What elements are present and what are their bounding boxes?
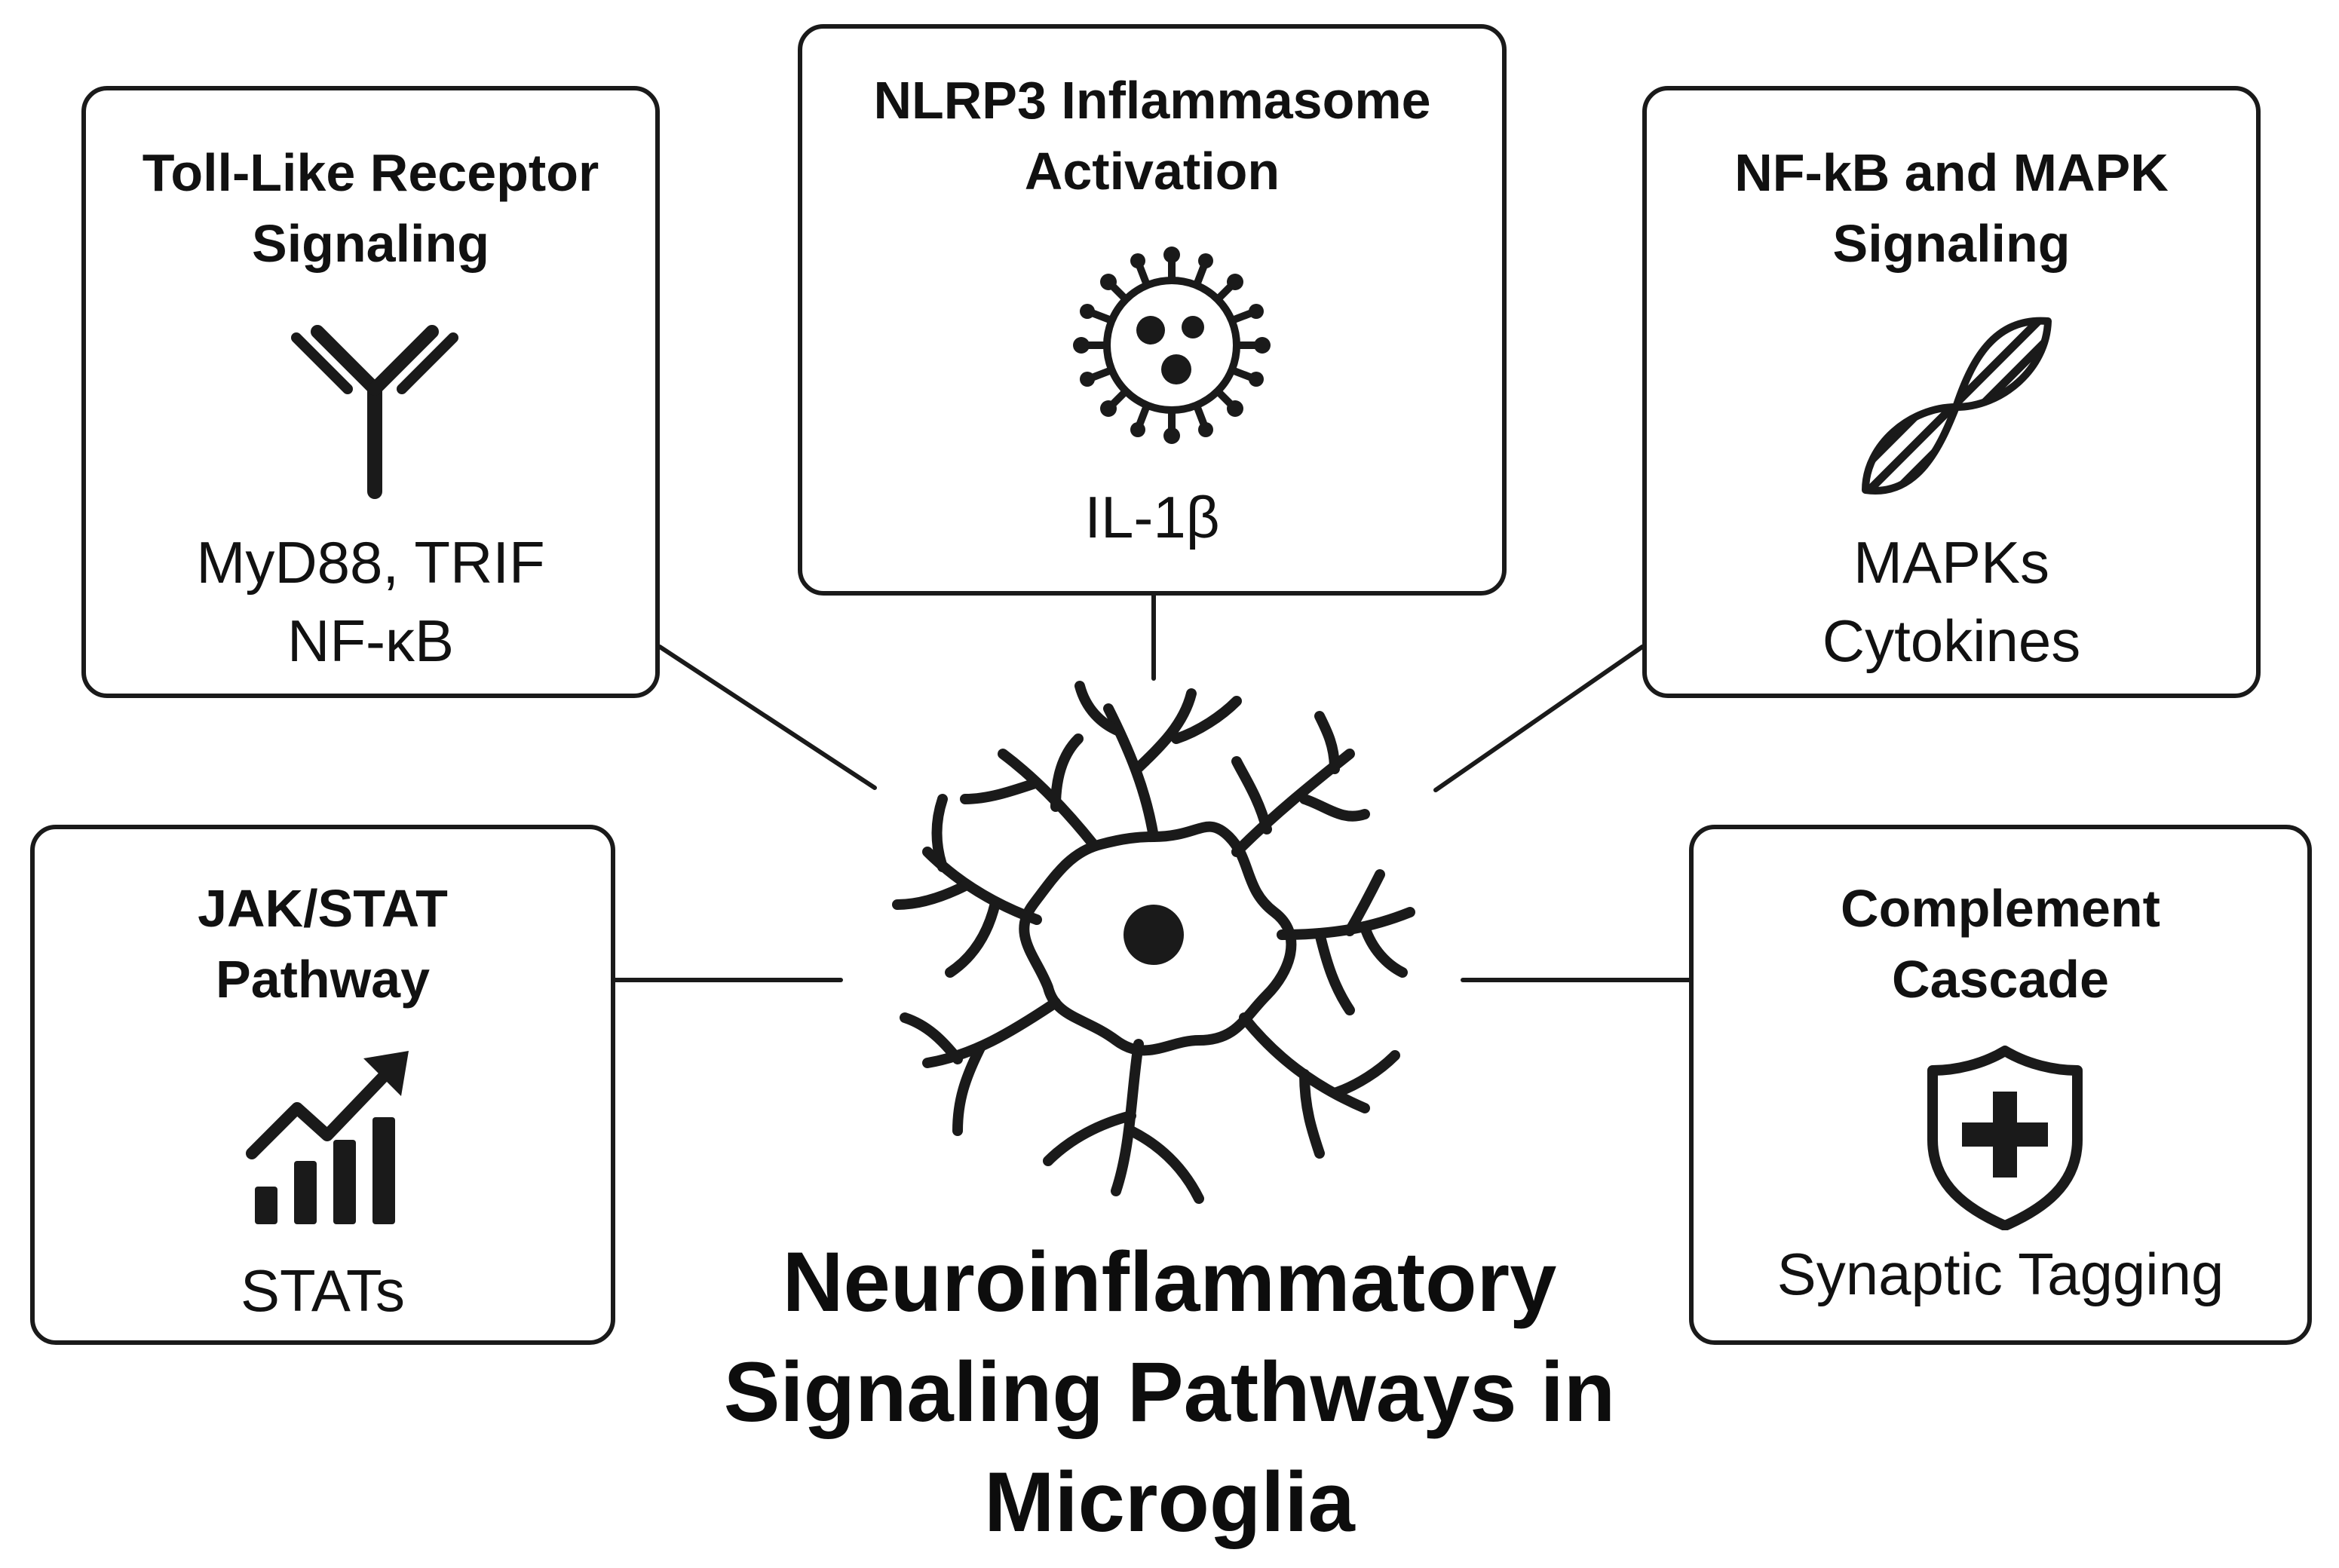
virus-particle-icon: [1073, 247, 1271, 444]
pathway-body-line: MAPKs: [1853, 529, 2050, 596]
shield-plus-icon: [1927, 1046, 2083, 1230]
dna-helix-icon: [1862, 317, 2052, 495]
pathway-title-line: NF-kB and MAPK: [1734, 143, 2169, 202]
microglia-cell-icon: [892, 681, 1415, 1204]
diagram-title-line: Microglia: [984, 1455, 1355, 1549]
pathway-title: NLRP3 Inflammasome Activation: [802, 65, 1502, 207]
pathway-title-line: NLRP3 Inflammasome: [873, 71, 1431, 130]
diagram-title-line: Signaling Pathways in: [723, 1345, 1616, 1439]
pathway-title: Complement Cascade: [1694, 873, 2307, 1015]
pathway-body-line: NF-κB: [287, 608, 454, 674]
connector-nfkb-mapk: [1433, 645, 1645, 792]
pathway-body-line: Synaptic Tagging: [1776, 1241, 2224, 1307]
pathway-title-line: Signaling: [1832, 214, 2071, 273]
pathway-title-line: Pathway: [216, 950, 430, 1009]
pathway-card-tlr: Toll-Like Receptor Signaling MyD88, TRIF…: [81, 86, 660, 698]
pathway-title-line: Cascade: [1892, 950, 2109, 1009]
pathway-title: Toll-Like Receptor Signaling: [86, 137, 655, 279]
pathway-title: NF-kB and MAPK Signaling: [1647, 137, 2256, 279]
diagram-title-line: Neuroinflammatory: [782, 1235, 1557, 1329]
pathway-body-line: MyD88, TRIF: [196, 529, 545, 596]
connector-tlr: [658, 645, 877, 790]
pathway-card-jak-stat: JAK/STAT Pathway STATs: [30, 825, 615, 1345]
pathway-title-line: Toll-Like Receptor: [142, 143, 599, 202]
pathway-body: IL-1β: [802, 478, 1502, 556]
pathway-body: Synaptic Tagging: [1694, 1235, 2307, 1313]
pathway-title-line: Activation: [1024, 142, 1280, 201]
pathway-title-line: Signaling: [252, 214, 489, 273]
pathway-body: STATs: [35, 1251, 611, 1330]
antibody-receptor-icon: [291, 325, 458, 499]
pathway-body-line: IL-1β: [1084, 484, 1220, 550]
pathway-body: MAPKs Cytokines: [1647, 523, 2256, 680]
trending-bar-chart-icon: [246, 1051, 409, 1224]
pathway-body-line: STATs: [240, 1257, 406, 1324]
pathway-title: JAK/STAT Pathway: [35, 873, 611, 1015]
pathway-title-line: JAK/STAT: [198, 879, 448, 938]
pathway-card-nlrp3: NLRP3 Inflammasome Activation: [798, 24, 1507, 596]
pathway-body: MyD88, TRIF NF-κB: [86, 523, 655, 680]
pathway-body-line: Cytokines: [1822, 608, 2081, 674]
diagram-title: Neuroinflammatory Signaling Pathways in …: [642, 1227, 1697, 1557]
pathway-card-complement: Complement Cascade Synaptic Tagging: [1689, 825, 2312, 1345]
pathway-card-nfkb-mapk: NF-kB and MAPK Signaling MAPKs Cytokines: [1642, 86, 2261, 698]
pathway-title-line: Complement: [1841, 879, 2160, 938]
